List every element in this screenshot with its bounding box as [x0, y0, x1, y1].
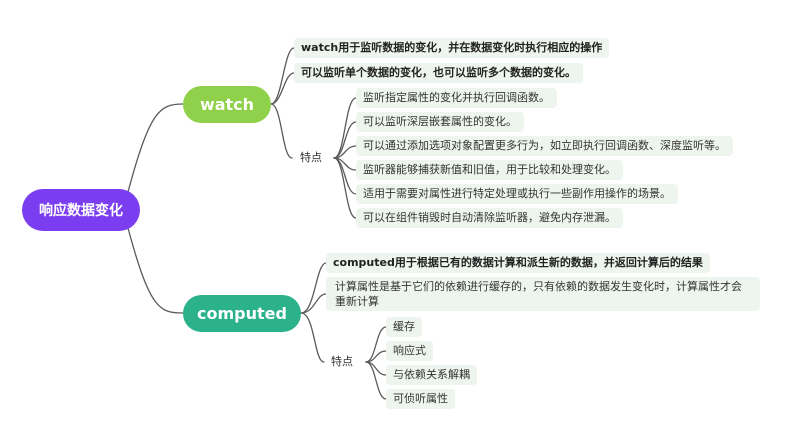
watch-feature-label[interactable]: 特点: [300, 151, 322, 164]
watch-feature-5[interactable]: 适用于需要对属性进行特定处理或执行一些副作用操作的场景。: [356, 184, 678, 204]
computed-feature-label[interactable]: 特点: [331, 355, 353, 368]
root-node[interactable]: 响应数据变化: [22, 189, 140, 231]
computed-feature-1[interactable]: 缓存: [386, 317, 422, 337]
watch-item-multiple[interactable]: 可以监听单个数据的变化，也可以监听多个数据的变化。: [294, 63, 583, 83]
watch-feature-1[interactable]: 监听指定属性的变化并执行回调函数。: [356, 88, 557, 108]
watch-feature-3[interactable]: 可以通过添加选项对象配置更多行为，如立即执行回调函数、深度监听等。: [356, 136, 733, 156]
watch-feature-2[interactable]: 可以监听深层嵌套属性的变化。: [356, 112, 524, 132]
watch-feature-4[interactable]: 监听器能够捕获新值和旧值，用于比较和处理变化。: [356, 160, 623, 180]
computed-feature-4[interactable]: 可侦听属性: [386, 389, 455, 409]
computed-feature-2[interactable]: 响应式: [386, 341, 433, 361]
computed-feature-3[interactable]: 与依赖关系解耦: [386, 365, 477, 385]
computed-item-cache[interactable]: 计算属性是基于它们的依赖进行缓存的，只有依赖的数据发生变化时，计算属性才会重新计…: [326, 277, 760, 311]
watch-feature-6[interactable]: 可以在组件销毁时自动清除监听器，避免内存泄漏。: [356, 208, 623, 228]
computed-item-definition[interactable]: computed用于根据已有的数据计算和派生新的数据，并返回计算后的结果: [326, 253, 710, 273]
watch-item-definition[interactable]: watch用于监听数据的变化，并在数据变化时执行相应的操作: [294, 38, 610, 58]
watch-node[interactable]: watch: [183, 86, 271, 123]
computed-node[interactable]: computed: [183, 295, 301, 332]
